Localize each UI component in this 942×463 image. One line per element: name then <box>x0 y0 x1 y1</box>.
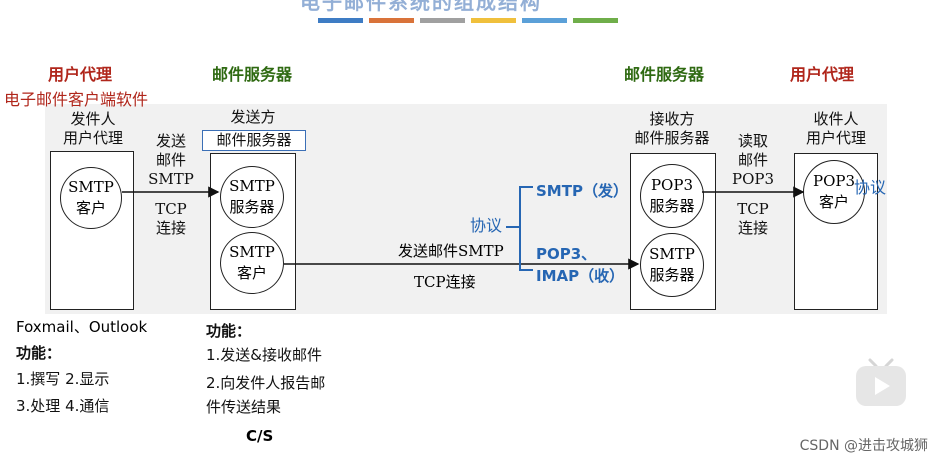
model-label: C/S <box>246 427 274 445</box>
play-video-icon[interactable] <box>852 352 910 410</box>
transfer-send-label: 发送邮件SMTP <box>398 242 504 260</box>
page-title-fragment: 电子邮件系统的组成结构 <box>300 0 542 14</box>
send-link-label: 发送 邮件 SMTP <box>148 132 194 188</box>
diagram-band <box>45 104 887 314</box>
receiver-pop3-client: POP3 客户 <box>803 160 865 224</box>
agent-func-line1: 1.撰写 2.显示 <box>16 370 110 388</box>
agent-func-title: 功能： <box>16 344 62 362</box>
title-stripe-3 <box>420 18 465 23</box>
left-agent-title: 用户代理 <box>48 65 113 84</box>
watermark: CSDN @进击攻城狮 <box>799 438 928 454</box>
server-func-line2: 2.向发件人报告邮 <box>206 374 326 392</box>
protocol-bracket <box>506 186 533 271</box>
agent-apps: Foxmail、Outlook <box>16 318 148 336</box>
title-stripe-4 <box>471 18 516 23</box>
protocol-imap: IMAP（收） <box>536 267 625 285</box>
protocol-smtp: SMTP（发） <box>536 182 628 200</box>
read-tcp-label: TCP 连接 <box>737 200 769 237</box>
sender-smtp-client: SMTP 客户 <box>60 167 122 229</box>
sender-server-label: 发送方 <box>230 108 276 126</box>
receiver-agent-label: 收件人 用户代理 <box>805 110 866 147</box>
sender-server-boxed-label: 邮件服务器 <box>202 130 306 151</box>
left-server-title: 邮件服务器 <box>212 65 293 84</box>
receiver-pop3-server: POP3 服务器 <box>640 164 704 228</box>
title-stripe-5 <box>522 18 567 23</box>
right-server-title: 邮件服务器 <box>624 65 705 84</box>
server-func-line3: 件传送结果 <box>206 398 282 416</box>
protocol-label: 协议 <box>470 216 503 235</box>
receiver-smtp-server: SMTP 服务器 <box>640 233 704 297</box>
title-stripe-1 <box>318 18 363 23</box>
sender-smtp-client-2: SMTP 客户 <box>220 232 284 294</box>
title-stripe-2 <box>369 18 414 23</box>
protocol-pop3: POP3、 <box>536 245 597 263</box>
receiver-protocol-label: 协议 <box>854 178 887 197</box>
agent-func-line2: 3.处理 4.通信 <box>16 397 110 415</box>
server-func-title: 功能： <box>206 322 252 340</box>
title-stripe-6 <box>573 18 618 23</box>
right-agent-title: 用户代理 <box>790 65 855 84</box>
left-agent-subtitle: 电子邮件客户端软件 <box>4 90 149 109</box>
receiver-server-label: 接收方 邮件服务器 <box>634 110 710 147</box>
server-func-line1: 1.发送&接收邮件 <box>206 346 323 364</box>
sender-smtp-server: SMTP 服务器 <box>220 166 284 228</box>
transfer-tcp-label: TCP连接 <box>414 273 476 291</box>
send-tcp-label: TCP 连接 <box>155 200 187 237</box>
read-link-label: 读取 邮件 POP3 <box>731 132 775 188</box>
sender-agent-label: 发件人 用户代理 <box>62 110 123 147</box>
